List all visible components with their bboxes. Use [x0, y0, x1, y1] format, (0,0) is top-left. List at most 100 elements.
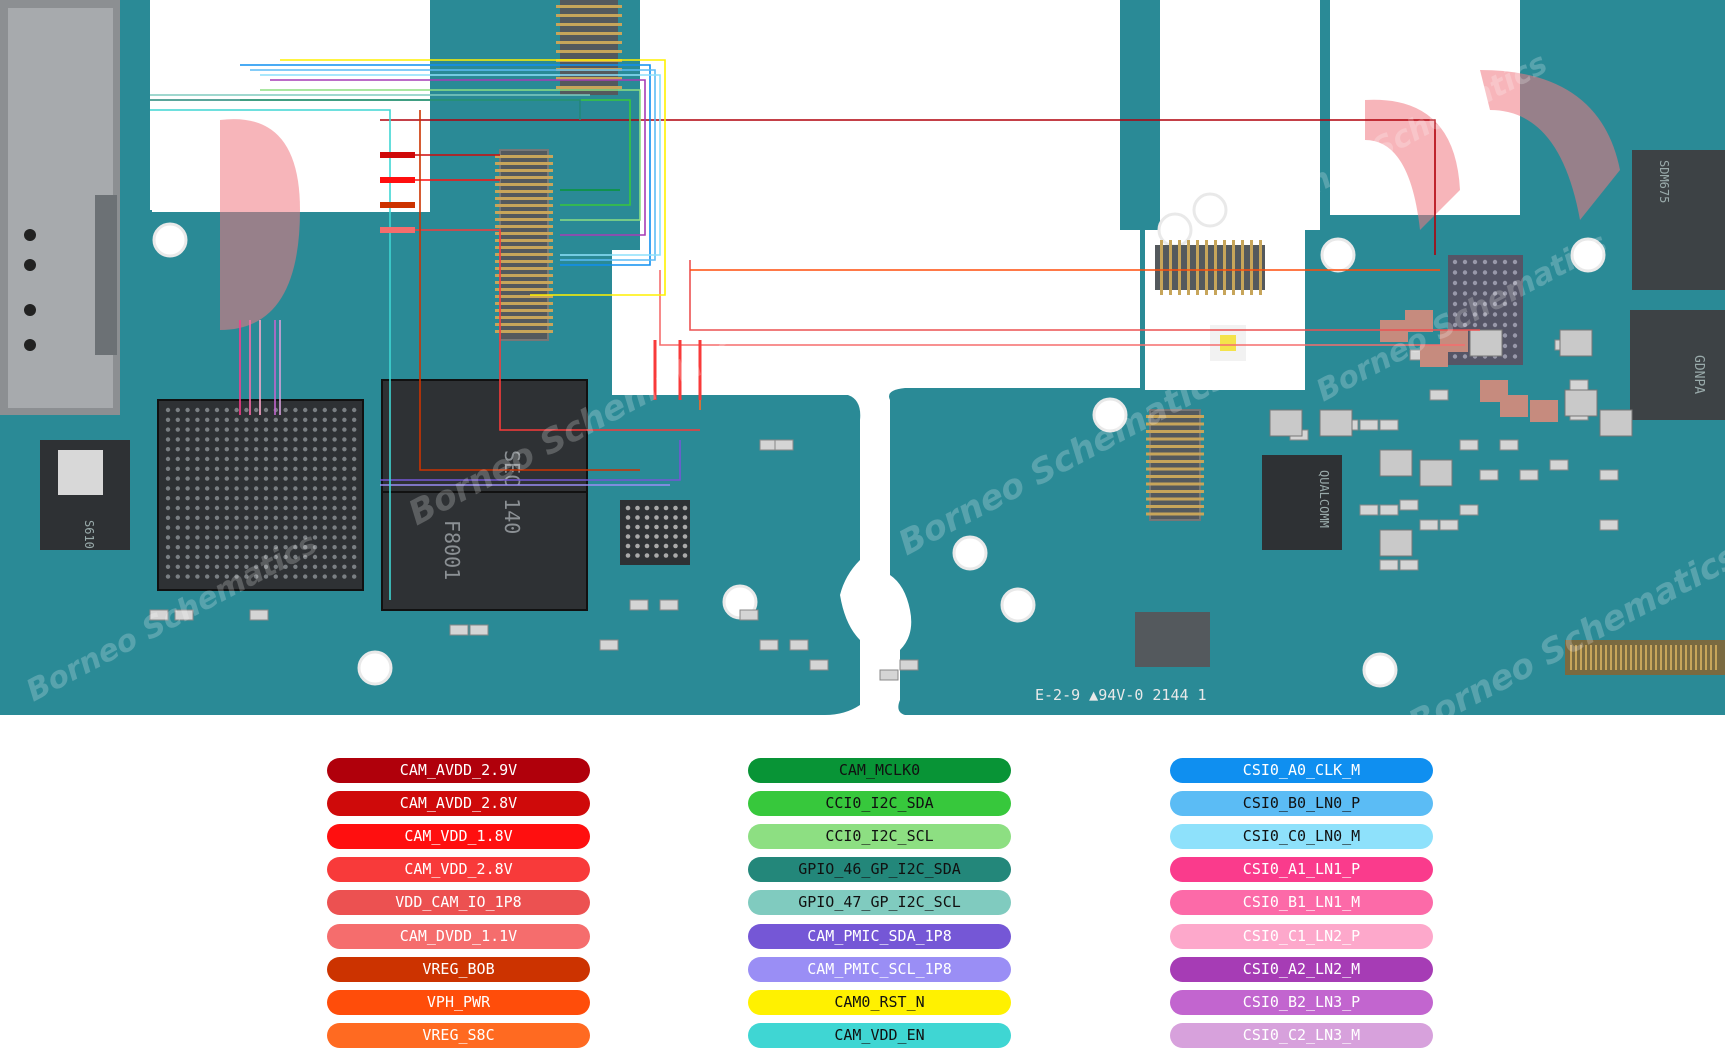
connector-pin — [495, 274, 553, 277]
passive-component — [469, 624, 489, 636]
bga-ball — [195, 417, 200, 422]
connector-pin — [1700, 645, 1702, 670]
bga-ball — [1482, 291, 1488, 296]
bga-ball — [195, 535, 200, 540]
connector-pin — [495, 204, 553, 207]
connector-pin — [495, 232, 553, 235]
passive-component — [1379, 419, 1399, 431]
bga-ball — [1462, 301, 1468, 307]
bga-ball — [205, 447, 210, 452]
bga-ball — [185, 554, 190, 560]
connector-pin — [1665, 645, 1667, 670]
tray-dot — [24, 304, 36, 316]
bga-ball — [312, 466, 318, 471]
bga-ball — [254, 476, 259, 481]
flash-led-core — [1220, 335, 1236, 351]
bga-ball — [205, 486, 210, 491]
tray-rail — [95, 195, 117, 355]
bga-ball — [254, 456, 259, 462]
bga-ball — [244, 466, 249, 471]
bga-ball — [195, 574, 200, 579]
bga-ball — [303, 535, 308, 540]
bga-ball — [332, 407, 337, 413]
bga-ball — [303, 417, 308, 422]
connector-pin — [1146, 430, 1204, 433]
bga-ball — [224, 564, 229, 569]
bga-ball — [663, 505, 669, 511]
connector-pin — [556, 41, 622, 44]
bga-ball — [165, 466, 171, 471]
bga-ball — [205, 515, 210, 520]
bga-ball — [303, 476, 308, 481]
bga-ball — [244, 574, 249, 579]
bga-ball — [273, 456, 278, 462]
bga-ball — [254, 437, 259, 442]
bga-ball — [185, 466, 190, 471]
bga-ball — [635, 524, 640, 530]
bga-ball — [254, 447, 259, 452]
bga-ball — [224, 407, 229, 413]
bga-ball — [185, 456, 190, 462]
bga-ball — [332, 496, 337, 501]
bga-ball — [303, 466, 308, 471]
bga-ball — [263, 476, 269, 481]
inductor — [1269, 409, 1303, 437]
bga-ball — [625, 515, 631, 520]
bga-ball — [263, 545, 269, 550]
bga-ball — [1462, 270, 1468, 275]
trace-vdd-cam-io-1p8 — [689, 260, 1480, 331]
bga-ball — [165, 564, 171, 569]
bga-ball — [342, 437, 347, 442]
bga-ball — [303, 525, 308, 530]
bga-ball — [352, 447, 357, 452]
bga-ball — [303, 564, 308, 569]
bga-ball — [205, 437, 210, 442]
bga-ball — [214, 417, 220, 422]
connector-pin — [495, 218, 553, 221]
connector-pin — [1178, 240, 1181, 295]
bga-ball — [165, 447, 171, 452]
bga-ball — [1452, 322, 1458, 328]
connector-pin — [1600, 645, 1602, 670]
bga-ball — [205, 407, 210, 413]
connector-pin — [495, 162, 553, 165]
bga-ball — [165, 486, 171, 491]
legend-item-gpio-46-gp-i2c-sda: GPIO_46_GP_I2C_SDA — [748, 857, 1011, 883]
bga-ball — [342, 427, 347, 432]
bga-ball — [303, 427, 308, 432]
bga-ball — [673, 553, 678, 558]
bga-ball — [205, 456, 210, 462]
bga-ball — [224, 574, 229, 579]
connector-pin — [1146, 415, 1204, 418]
bga-ball — [303, 407, 308, 413]
bga-ball — [165, 554, 171, 560]
right-window-a — [1160, 0, 1320, 230]
bga-ball — [175, 564, 180, 569]
bga-ball — [185, 515, 190, 520]
connector-pin — [1640, 645, 1642, 670]
connector-pin — [1196, 240, 1199, 295]
connector-pin — [495, 288, 553, 291]
bga-ball — [322, 535, 327, 540]
bga-ball — [195, 456, 200, 462]
ferrite-component — [1380, 320, 1408, 342]
bga-ball — [625, 553, 631, 558]
logo-mark-right-b — [1480, 70, 1620, 220]
bga-ball — [332, 535, 337, 540]
bga-ball — [303, 496, 308, 501]
bga-ball — [175, 476, 180, 481]
bga-ball — [263, 535, 269, 540]
passive-component — [789, 639, 809, 651]
inductor — [1469, 329, 1503, 357]
right-soc — [1632, 150, 1725, 290]
bga-ball — [654, 505, 659, 511]
bga-ball — [1472, 322, 1478, 328]
bga-ball — [273, 574, 278, 579]
bga-ball — [195, 427, 200, 432]
passive-component — [1479, 469, 1499, 481]
bga-ball — [195, 407, 200, 413]
bga-ball — [1492, 322, 1498, 328]
bga-ball — [682, 515, 688, 520]
bga-ball — [273, 476, 278, 481]
bga-ball — [195, 476, 200, 481]
